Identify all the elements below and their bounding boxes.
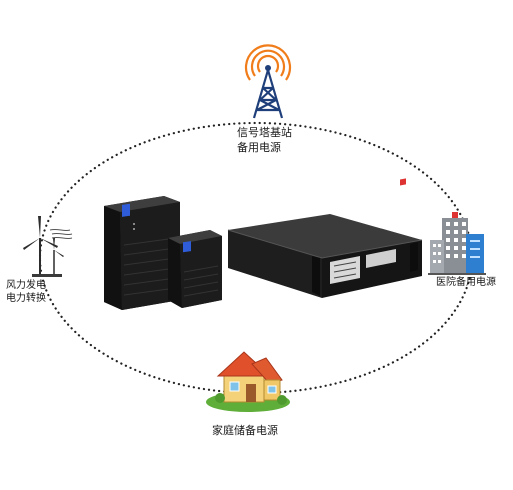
tower-label-line-1: 信号塔基站: [237, 126, 292, 139]
home-label: 家庭储备电源: [212, 424, 278, 437]
tower-ups-small: [168, 230, 222, 308]
rack-battery: [227, 178, 423, 298]
tower-label-line-2: 备用电源: [237, 141, 281, 154]
wind-label: 风力发电 电力转换: [6, 279, 46, 305]
hospital-icon: [428, 212, 486, 275]
house-icon: [206, 351, 290, 412]
wind-turbine-icon: [23, 216, 73, 277]
tower-ups-large: [104, 196, 180, 310]
tower-label: 信号塔基站 备用电源: [237, 125, 292, 155]
wind-label-line-2: 电力转换: [6, 293, 46, 304]
tower-icon: [244, 44, 292, 119]
hospital-label: 医院备用电源: [436, 277, 496, 288]
wind-label-line-1: 风力发电: [6, 280, 46, 291]
